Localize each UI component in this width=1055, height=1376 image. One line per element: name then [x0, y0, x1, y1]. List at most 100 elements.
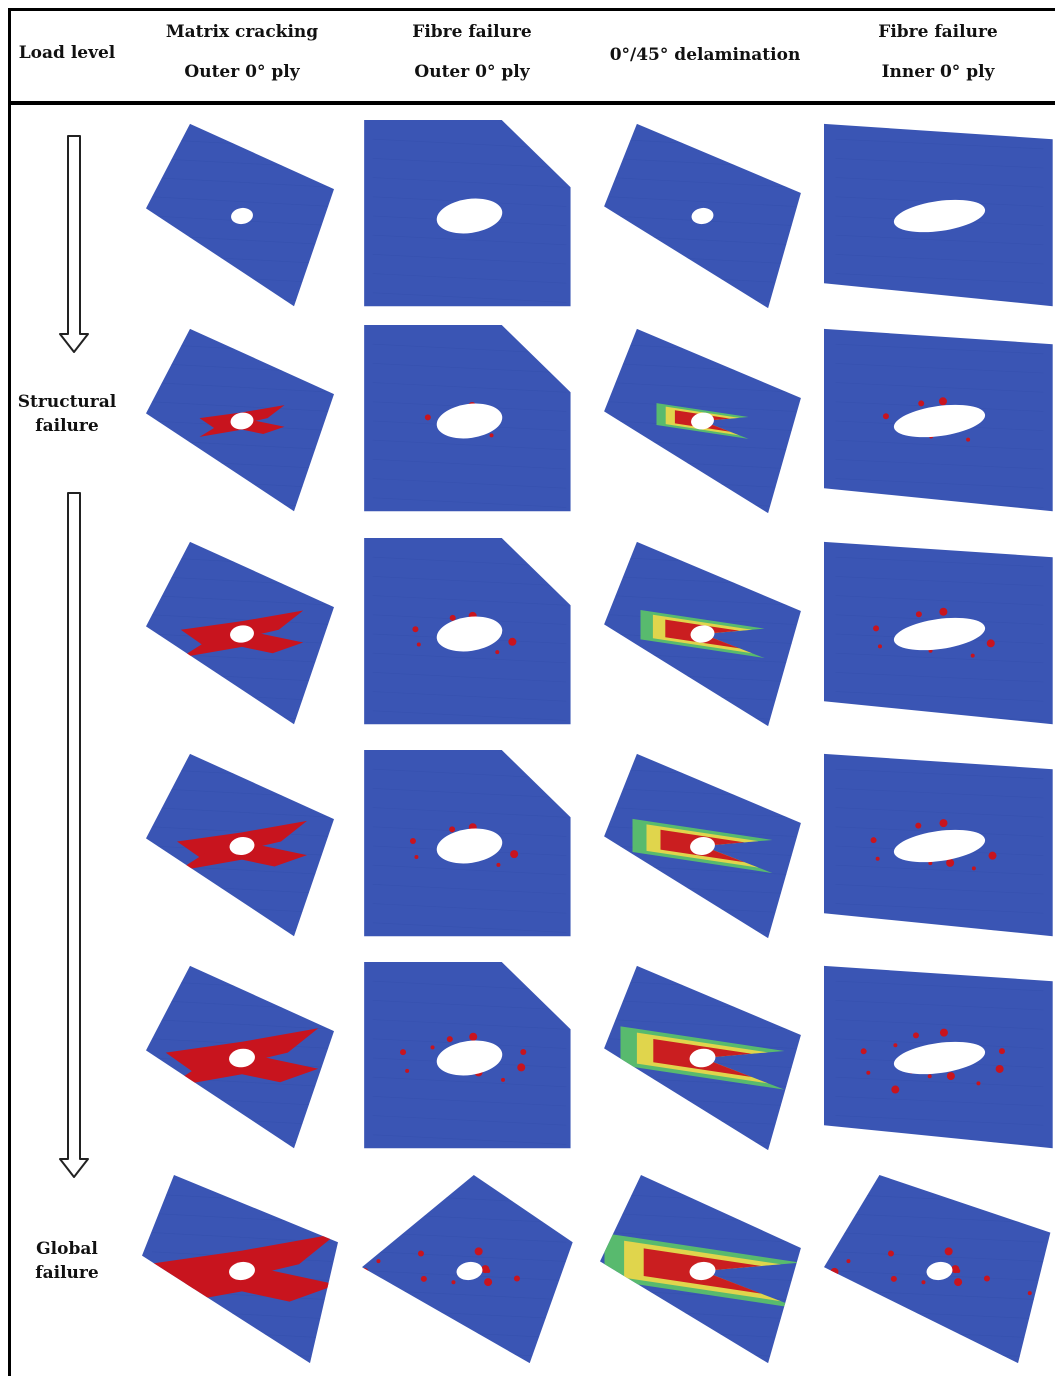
plate-render-r2-fibre-outer	[364, 325, 571, 512]
fibre-failure-spot	[501, 1077, 506, 1082]
fibre-striation	[372, 363, 567, 374]
fibre-striation	[835, 864, 1044, 876]
fibre-failure-spot	[986, 639, 995, 648]
fibre-striation	[151, 807, 333, 818]
fibre-striation	[835, 576, 1044, 587]
plate-hole	[436, 198, 503, 234]
fibre-striation	[372, 691, 567, 702]
plate-render-r5-matrix	[146, 965, 334, 1149]
fibre-failure-spot	[376, 1259, 381, 1264]
fibre-striation	[151, 903, 333, 914]
panel-r1-fibre-inner	[824, 120, 1055, 312]
fibre-failure-spot	[449, 614, 456, 621]
plate-render-r1-fibre-outer	[364, 120, 571, 307]
fibre-failure-spot	[966, 437, 971, 442]
panel-r1-delam	[600, 120, 805, 312]
fibre-striation	[372, 1115, 567, 1126]
fibre-striation	[835, 177, 1044, 188]
header-column-2-line2: Outer 0° ply	[414, 62, 530, 82]
plate-render-r1-fibre-inner	[824, 123, 1053, 307]
fibre-striation	[610, 1019, 795, 1030]
fibre-striation	[835, 768, 1044, 780]
fibre-failure-spot	[520, 1049, 527, 1056]
fibre-failure-spot	[983, 1275, 990, 1282]
plate-hole	[926, 1261, 953, 1281]
fibre-failure-spot	[970, 653, 975, 658]
fibre-striation	[372, 903, 567, 914]
fibre-striation	[151, 614, 333, 625]
fibre-striation	[835, 1019, 1044, 1030]
fibre-striation	[372, 1019, 567, 1030]
fibre-failure-spot	[557, 1291, 562, 1296]
fibre-failure-spot	[976, 1081, 981, 1086]
header-column-3: 0°/45° delamination	[600, 47, 810, 64]
header-column-1-line1: Matrix cracking	[165, 22, 319, 42]
fibre-striation	[372, 652, 567, 664]
figure-border-top	[8, 8, 1055, 11]
fibre-failure-spot	[362, 1296, 364, 1305]
fibre-failure-spot	[424, 414, 431, 421]
row-label-structural-line1: Structural	[17, 392, 117, 412]
fibre-failure-spot	[873, 625, 880, 632]
fibre-failure-spot	[946, 1072, 955, 1081]
panel-r5-matrix	[142, 962, 342, 1154]
plate-hole	[229, 1261, 255, 1281]
fibre-striation	[151, 497, 333, 508]
fibre-striation	[151, 177, 333, 188]
fibre-failure-spot	[887, 1250, 894, 1257]
plate-render-r2-delam	[604, 328, 801, 514]
header-rule	[8, 101, 1055, 105]
fibre-striation	[372, 1096, 567, 1107]
panel-r3-fibre-inner	[824, 538, 1055, 730]
fibre-failure-spot	[928, 861, 933, 866]
plate-render-r2-fibre-inner	[824, 328, 1053, 512]
fibre-failure-spot	[927, 1074, 932, 1079]
plate-hole	[229, 837, 255, 855]
panel-r6-matrix	[142, 1175, 342, 1367]
fibre-failure-spot	[846, 1259, 851, 1264]
header-column-4-line2: Inner 0° ply	[881, 62, 995, 82]
fibre-striation	[835, 1251, 1044, 1262]
fibre-striation	[372, 864, 567, 876]
plate-hole	[436, 616, 503, 652]
plate-hole	[893, 404, 986, 438]
fibre-striation	[610, 382, 795, 393]
fibre-failure-spot	[430, 1045, 435, 1050]
fibre-failure-spot	[951, 1265, 960, 1274]
fibre-failure-spot	[939, 1028, 948, 1037]
fibre-striation	[372, 234, 567, 246]
fibre-striation	[151, 922, 333, 933]
header-column-2: Fibre failure Outer 0° ply	[372, 24, 572, 81]
fibre-striation	[835, 1096, 1044, 1107]
fibre-striation	[151, 1115, 333, 1126]
fibre-striation	[372, 576, 567, 587]
fibre-striation	[610, 807, 795, 818]
fibre-failure-spot	[882, 413, 889, 420]
fibre-striation	[372, 1251, 567, 1262]
fibre-striation	[372, 273, 567, 284]
matrix-crack-band-lower	[180, 629, 304, 658]
panel-r5-fibre-outer	[362, 962, 577, 1154]
plate-hole	[230, 412, 254, 430]
fibre-failure-spot	[484, 1278, 493, 1287]
fibre-striation	[835, 1232, 1044, 1243]
fibre-striation	[835, 788, 1044, 799]
fibre-failure-spot	[939, 607, 948, 616]
panel-r3-matrix	[142, 538, 342, 730]
fibre-failure-spot	[954, 1278, 963, 1287]
fibre-striation	[151, 478, 333, 489]
panel-r6-fibre-outer	[362, 1175, 577, 1367]
plate-hole	[689, 1261, 716, 1281]
header-column-4-line1: Fibre failure	[878, 22, 998, 42]
fibre-striation	[372, 922, 567, 933]
panel-r5-fibre-inner	[824, 962, 1055, 1154]
fibre-failure-spot	[405, 1068, 410, 1073]
plate-hole	[690, 837, 715, 855]
fibre-failure-spot	[420, 1275, 427, 1282]
matrix-crack-band-lower	[165, 1052, 319, 1088]
fibre-striation	[610, 595, 795, 606]
fibre-failure-spot	[995, 1064, 1004, 1073]
load-increase-arrow-upper	[59, 135, 89, 353]
fibre-striation	[835, 884, 1044, 895]
header-column-1-line2: Outer 0° ply	[184, 62, 300, 82]
